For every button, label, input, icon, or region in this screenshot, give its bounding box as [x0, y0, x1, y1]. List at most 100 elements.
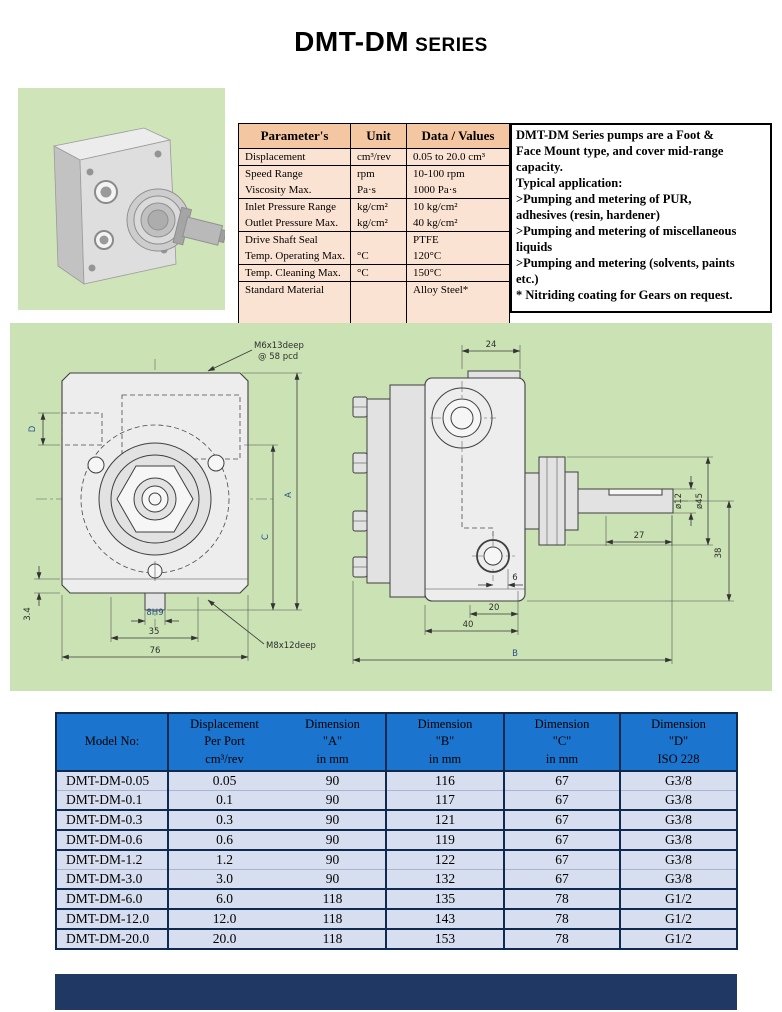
cell-d: G1/2	[619, 908, 737, 929]
spec-param: Standard Material	[238, 281, 351, 325]
cell-a: 118	[280, 928, 386, 949]
footer-bar	[55, 974, 737, 1010]
spec-unit: rpm	[350, 165, 407, 182]
spec-param: Speed Range	[238, 165, 351, 182]
title-main: DMT-DM	[294, 26, 410, 57]
cell-c: 67	[503, 770, 620, 791]
cell-c: 67	[503, 849, 620, 870]
spec-value: 1000 Pa·s	[406, 182, 510, 199]
front-view: M6x13deep @ 58 pcd D A C	[23, 341, 316, 661]
cell-model: DMT-DM-3.0	[55, 869, 168, 889]
cell-a: 90	[280, 869, 386, 889]
drawing-canvas: M6x13deep @ 58 pcd D A C	[23, 340, 734, 664]
flange-plate	[366, 398, 391, 584]
key-slot	[144, 592, 166, 611]
cell-disp: 12.0	[167, 908, 280, 929]
cell-b: 132	[385, 869, 504, 889]
dim-76-label: 76	[150, 646, 161, 656]
spec-value: 10 kg/cm²	[406, 198, 510, 215]
spec-value: Alloy Steel*	[406, 281, 510, 325]
cell-d: G3/8	[619, 869, 737, 889]
cell-model: DMT-DM-12.0	[55, 908, 168, 929]
description-line: >Pumping and metering of miscellaneous	[516, 224, 737, 238]
specs-header-parameter: Parameter's	[238, 123, 351, 149]
cell-disp: 0.3	[167, 809, 280, 830]
dim-d-label: D	[28, 425, 38, 432]
description-line: >Pumping and metering of PUR,	[516, 192, 692, 206]
cell-d: G3/8	[619, 809, 737, 830]
cell-b: 135	[385, 888, 504, 909]
description-line: liquids	[516, 240, 553, 254]
models-header-row: Model No: Displacement Per Port cm³/rev …	[55, 713, 737, 772]
header-dimension-c: Dimension "C" in mm	[503, 713, 620, 772]
cell-d: G3/8	[619, 790, 737, 810]
spec-unit: cm³/rev	[350, 148, 407, 166]
cell-b: 122	[385, 849, 504, 870]
cell-c: 78	[503, 908, 620, 929]
spec-value: 0.05 to 20.0 cm³	[406, 148, 510, 166]
spec-unit: Pa·s	[350, 182, 407, 199]
header-dimension-b: Dimension "B" in mm	[385, 713, 504, 772]
technical-drawing: M6x13deep @ 58 pcd D A C	[10, 323, 772, 691]
description-line: Face Mount type, and cover mid-range	[516, 144, 724, 158]
spec-param: Drive Shaft Seal	[238, 231, 351, 248]
spec-value: PTFE	[406, 231, 510, 248]
cell-d: G3/8	[619, 849, 737, 870]
specs-header-unit: Unit	[350, 123, 407, 149]
spec-row: Standard Material Alloy Steel*	[238, 281, 510, 325]
dim-35-label: 35	[149, 627, 160, 637]
cell-a: 118	[280, 908, 386, 929]
description-line: >Pumping and metering (solvents, paints	[516, 256, 735, 270]
spec-param: Viscosity Max.	[238, 182, 351, 199]
pump-flange-shaft	[126, 188, 225, 252]
pump-3d-illustration	[52, 127, 225, 285]
cell-model: DMT-DM-1.2	[55, 849, 168, 870]
spec-unit	[350, 281, 407, 325]
cell-b: 119	[385, 829, 504, 850]
flange-plate	[389, 384, 426, 598]
dim-20-label: 20	[489, 603, 500, 613]
spec-value: 40 kg/cm²	[406, 215, 510, 232]
models-table: Model No: Displacement Per Port cm³/rev …	[55, 712, 738, 950]
dim-m6-label: M6x13deep	[254, 341, 304, 351]
cell-disp: 3.0	[167, 869, 280, 889]
cell-c: 67	[503, 809, 620, 830]
spec-param: Temp. Cleaning Max.	[238, 264, 351, 282]
cell-disp: 1.2	[167, 849, 280, 870]
cell-b: 121	[385, 809, 504, 830]
cell-disp: 6.0	[167, 888, 280, 909]
specs-header-values: Data / Values	[406, 123, 510, 149]
spec-param: Inlet Pressure Range	[238, 198, 351, 215]
flange-bolts	[352, 396, 368, 578]
cell-a: 118	[280, 888, 386, 909]
dim-38-label: 38	[714, 548, 724, 559]
cell-b: 153	[385, 928, 504, 949]
cell-c: 78	[503, 928, 620, 949]
spec-unit: kg/cm²	[350, 215, 407, 232]
dim-40-label: 40	[463, 620, 474, 630]
cell-a: 90	[280, 790, 386, 810]
description-line: DMT-DM Series pumps are a Foot &	[516, 128, 714, 142]
cell-a: 90	[280, 849, 386, 870]
description-box: DMT-DM Series pumps are a Foot & Face Mo…	[510, 123, 772, 313]
cell-d: G3/8	[619, 770, 737, 791]
title-sub: SERIES	[415, 35, 488, 56]
cell-c: 67	[503, 829, 620, 850]
dim-27-label: 27	[634, 531, 645, 541]
cell-model: DMT-DM-0.05	[55, 770, 168, 791]
dim-c-label: C	[261, 534, 271, 540]
dim-24-label: 24	[486, 340, 497, 350]
dim-b-label: B	[512, 649, 518, 659]
cell-model: DMT-DM-0.6	[55, 829, 168, 850]
dim-3-4-label: 3.4	[23, 607, 33, 621]
cell-c: 67	[503, 869, 620, 889]
